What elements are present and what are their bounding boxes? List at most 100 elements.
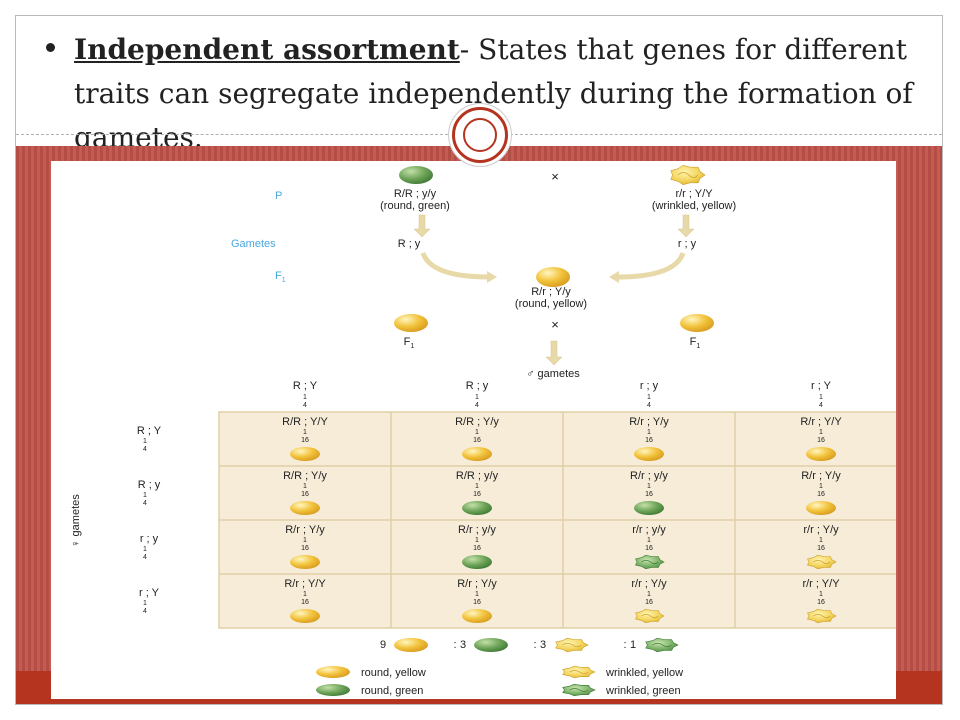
- cross-symbol-f1: ×: [551, 317, 559, 332]
- cell-genotype: R/r ; Y/Y: [800, 416, 842, 428]
- f1-left-label: F1: [404, 336, 415, 350]
- column-header: r ; y: [640, 380, 659, 392]
- parent-left-genotype: R/R ; y/y: [394, 188, 437, 200]
- ratio-count: 3: [540, 639, 546, 651]
- label-p: P: [275, 190, 282, 202]
- ratio-count: 9: [380, 639, 386, 651]
- column-header-fraction-top: 1: [819, 394, 823, 401]
- cell-genotype: r/r ; Y/y: [803, 524, 839, 536]
- decorative-ring-inner: [463, 118, 497, 152]
- legend-label: round, green: [361, 685, 423, 697]
- punnett-svg: P Gametes F1 R/R ; y/y (round, green) × …: [70, 164, 896, 697]
- cell-fraction-bottom: 16: [645, 545, 653, 552]
- column-header-fraction-top: 1: [647, 394, 651, 401]
- row-header-fraction-bottom: 4: [143, 500, 147, 507]
- column-header-fraction-bottom: 4: [819, 402, 823, 409]
- round-yellow-pea-icon: [634, 447, 664, 461]
- f1-genotype: R/r ; Y/y: [531, 286, 571, 298]
- row-header-fraction-top: 1: [143, 492, 147, 499]
- round-yellow-pea-icon: [806, 501, 836, 515]
- cell-genotype: R/r ; Y/Y: [284, 578, 326, 590]
- round-green-pea-icon: [399, 166, 433, 184]
- round-yellow-pea-icon: [536, 267, 570, 287]
- wrinkled-yellow-pea-icon: [807, 608, 837, 624]
- cell-fraction-bottom: 16: [301, 599, 309, 606]
- parent-left-phenotype: (round, green): [380, 200, 450, 212]
- row-header: r ; Y: [139, 587, 160, 599]
- f1-right-label: F1: [690, 336, 701, 350]
- title-term: Independent assortment: [74, 33, 460, 66]
- slide-title: Independent assortment- States that gene…: [74, 28, 914, 160]
- cell-genotype: R/r ; Y/y: [285, 524, 325, 536]
- round-yellow-pea-icon: [394, 314, 428, 332]
- title-definition: - States that genes for different traits…: [74, 33, 913, 154]
- cell-fraction-top: 1: [819, 591, 823, 598]
- ratio-separator: :: [533, 639, 536, 651]
- cell-fraction-bottom: 16: [473, 437, 481, 444]
- wrinkled-green-pea-icon: [635, 554, 665, 570]
- row-header-fraction-top: 1: [143, 546, 147, 553]
- arrow-curve-left: [420, 251, 490, 280]
- cross-symbol-top: ×: [551, 169, 559, 184]
- column-header: R ; y: [466, 380, 489, 392]
- bullet-dot: [46, 43, 55, 52]
- cell-genotype: R/r ; Y/y: [801, 470, 841, 482]
- wrinkled-yellow-pea-icon: [807, 554, 837, 570]
- round-green-pea-icon: [316, 684, 350, 696]
- parent-left-pea: [399, 166, 433, 184]
- label-f1: F1: [275, 270, 286, 284]
- column-header-fraction-top: 1: [303, 394, 307, 401]
- f1-right-pea: [680, 314, 714, 332]
- cell-fraction-bottom: 16: [301, 491, 309, 498]
- cell-genotype: r/r ; y/y: [632, 524, 666, 536]
- round-yellow-pea-icon: [806, 447, 836, 461]
- round-green-pea-icon: [462, 501, 492, 515]
- round-yellow-pea-icon: [316, 666, 350, 678]
- cell-fraction-top: 1: [819, 483, 823, 490]
- round-yellow-pea-icon: [290, 555, 320, 569]
- cell-fraction-bottom: 16: [817, 437, 825, 444]
- male-gametes-label: ♂ gametes: [526, 368, 580, 380]
- f1-left-pea: [394, 314, 428, 332]
- round-green-pea-icon: [634, 501, 664, 515]
- cell-genotype: R/r ; y/y: [458, 524, 496, 536]
- cell-fraction-top: 1: [475, 537, 479, 544]
- row-header: r ; y: [140, 533, 159, 545]
- column-header: r ; Y: [811, 380, 832, 392]
- round-yellow-pea-icon: [290, 501, 320, 515]
- round-yellow-pea-icon: [680, 314, 714, 332]
- punnett-figure: P Gametes F1 R/R ; y/y (round, green) × …: [51, 161, 896, 699]
- ratio-separator: :: [623, 639, 626, 651]
- f1-pea: [536, 267, 570, 287]
- cell-fraction-bottom: 16: [645, 599, 653, 606]
- legend-label: round, yellow: [361, 667, 426, 679]
- cell-genotype: r/r ; Y/Y: [802, 578, 840, 590]
- ratio-count: 1: [630, 639, 636, 651]
- cell-genotype: R/r ; Y/y: [457, 578, 497, 590]
- ratio-count: 3: [460, 639, 466, 651]
- wrinkled-yellow-pea-icon: [635, 608, 665, 624]
- slide-frame: [15, 15, 943, 705]
- cell-fraction-top: 1: [647, 483, 651, 490]
- legend-label: wrinkled, green: [605, 685, 681, 697]
- cell-fraction-bottom: 16: [817, 599, 825, 606]
- wrinkled-yellow-pea-icon: [562, 665, 596, 679]
- cell-fraction-top: 1: [475, 483, 479, 490]
- cell-fraction-top: 1: [647, 429, 651, 436]
- arrow-curve-right-head: [609, 271, 619, 283]
- round-yellow-pea-icon: [462, 609, 492, 623]
- row-header: R ; y: [138, 479, 161, 491]
- cell-fraction-bottom: 16: [817, 545, 825, 552]
- f1-phenotype: (round, yellow): [515, 298, 587, 310]
